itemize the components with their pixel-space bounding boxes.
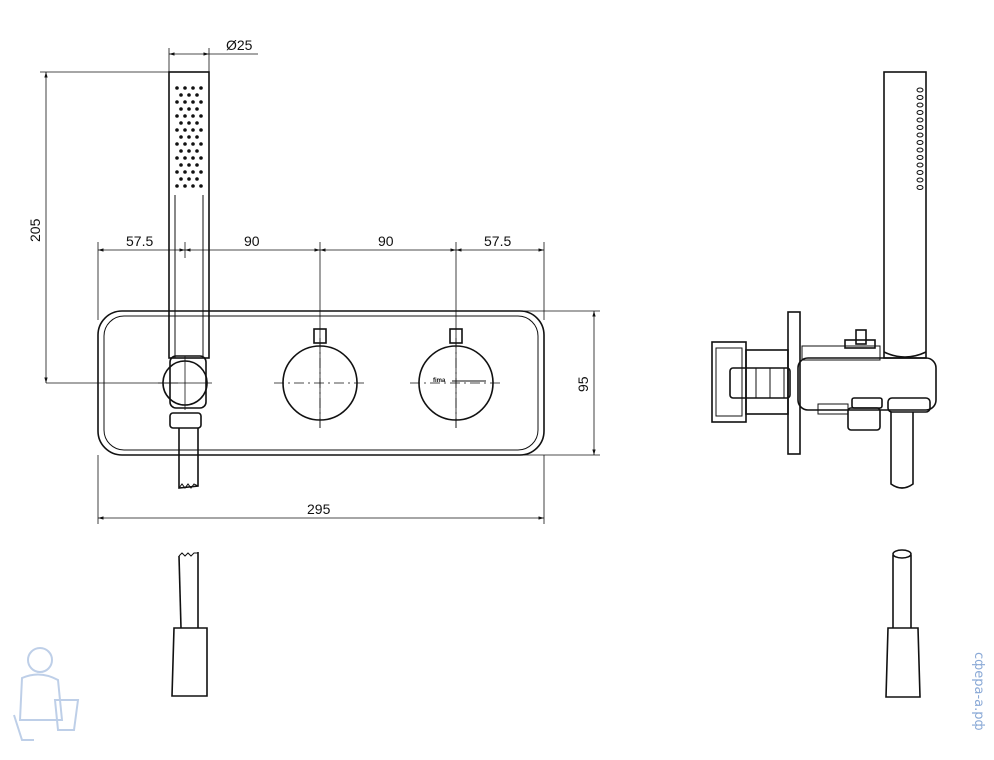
nozzle-dot: [183, 156, 187, 160]
dim-spacing-left: 57.5: [126, 233, 153, 249]
side-nozzle: [916, 132, 924, 138]
side-nozzle: [916, 162, 924, 168]
knob-left: [274, 328, 368, 428]
nozzle-dot: [175, 156, 179, 160]
nozzle-dot: [199, 156, 203, 160]
nozzle-dot: [187, 163, 191, 167]
nozzle-dot: [187, 177, 191, 181]
nozzle-dot: [183, 100, 187, 104]
nozzle-dot: [191, 128, 195, 132]
nozzle-dot: [191, 156, 195, 160]
dim-spacing-right: 57.5: [484, 233, 511, 249]
nozzle-dot: [195, 177, 199, 181]
nozzle-dot: [191, 86, 195, 90]
dim-hose-diameter: Ø25: [226, 37, 253, 53]
nozzle-dot: [179, 163, 183, 167]
side-nozzle: [916, 102, 924, 108]
side-nozzle: [916, 95, 924, 100]
nozzle-dot: [179, 177, 183, 181]
nozzle-dot: [175, 114, 179, 118]
side-view: [711, 71, 937, 489]
dim-spacing-mid-left: 90: [244, 233, 260, 249]
side-nozzle: [916, 185, 924, 190]
nozzle-dot: [191, 114, 195, 118]
nozzle-dot: [179, 93, 183, 97]
side-nozzle: [916, 147, 924, 153]
nozzle-dot: [199, 86, 203, 90]
nozzle-dot: [199, 128, 203, 132]
dim-handshower-height: 205: [27, 218, 43, 242]
nozzle-dot: [175, 184, 179, 188]
nozzle-dot: [175, 100, 179, 104]
nozzle-dot: [175, 142, 179, 146]
nozzle-dot: [175, 170, 179, 174]
side-nozzle: [916, 155, 924, 160]
side-nozzle: [916, 177, 924, 183]
side-nozzle: [916, 125, 924, 130]
nozzle-dot: [179, 135, 183, 139]
nozzle-dot: [187, 121, 191, 125]
dim-spacing-mid-right: 90: [378, 233, 394, 249]
nozzle-dot: [183, 128, 187, 132]
nozzle-dot: [183, 142, 187, 146]
nozzle-dot: [179, 107, 183, 111]
side-nozzle: [916, 117, 924, 123]
side-nozzle: [916, 110, 924, 115]
watermark-text: сфера-а.рф: [971, 652, 986, 731]
nozzle-dot: [199, 142, 203, 146]
spray-nozzles: [175, 86, 203, 188]
nozzle-dot: [191, 184, 195, 188]
dim-plate-height: 95: [575, 376, 591, 392]
handshower-front: [158, 71, 212, 489]
nozzle-dot: [195, 93, 199, 97]
dim-plate-width: 295: [307, 501, 331, 517]
nozzle-dot: [183, 114, 187, 118]
nozzle-dot: [187, 135, 191, 139]
dimensions: Ø25 205 57.5 90 90 57.5 95 295: [27, 37, 600, 524]
hose-detail-side: [885, 549, 921, 698]
nozzle-dot: [187, 107, 191, 111]
front-view: fima: [46, 71, 545, 489]
nozzle-dot: [179, 121, 183, 125]
nozzle-dot: [179, 149, 183, 153]
nozzle-dot: [199, 184, 203, 188]
nozzle-dot: [195, 149, 199, 153]
nozzle-dot: [183, 86, 187, 90]
side-nozzle: [916, 87, 924, 93]
nozzle-dot: [187, 93, 191, 97]
nozzle-dot: [183, 170, 187, 174]
nozzle-dot: [195, 107, 199, 111]
nozzle-dot: [183, 184, 187, 188]
nozzle-dot: [191, 100, 195, 104]
nozzle-dot: [191, 170, 195, 174]
side-nozzle: [916, 140, 924, 145]
nozzle-dot: [191, 142, 195, 146]
nozzle-dot: [199, 170, 203, 174]
watermark-logo: [13, 647, 80, 741]
side-nozzles: [916, 87, 924, 190]
hose-detail-front: [171, 552, 208, 697]
nozzle-dot: [195, 163, 199, 167]
nozzle-dot: [195, 135, 199, 139]
knob-brand-label: fima: [433, 378, 446, 384]
nozzle-dot: [187, 149, 191, 153]
nozzle-dot: [199, 114, 203, 118]
nozzle-dot: [175, 128, 179, 132]
nozzle-dot: [199, 100, 203, 104]
side-nozzle: [916, 170, 924, 175]
nozzle-dot: [195, 121, 199, 125]
nozzle-dot: [175, 86, 179, 90]
